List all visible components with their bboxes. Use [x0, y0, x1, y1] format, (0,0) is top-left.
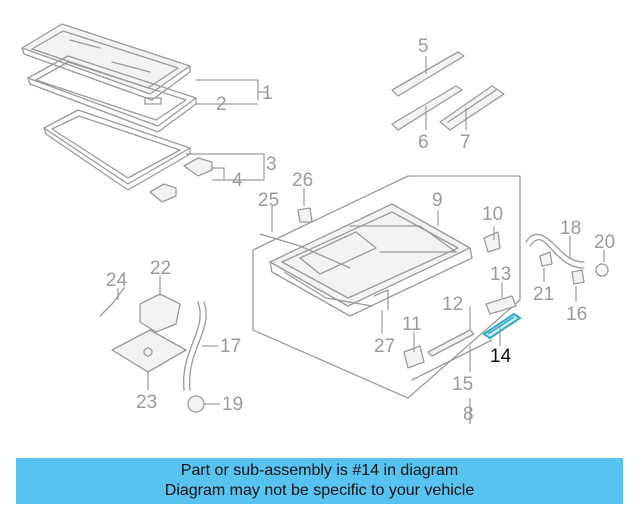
part-24-crank: [99, 287, 125, 317]
callout-1: 1: [262, 83, 273, 104]
banner-line-2: Diagram may not be specific to your vehi…: [164, 482, 475, 499]
callout-21: 21: [533, 284, 554, 305]
part-7-rail: [439, 85, 505, 131]
part-15-cable: [411, 339, 493, 381]
part-11-block: [403, 345, 425, 369]
part-5-rail: [391, 51, 465, 97]
callout-26: 26: [292, 170, 313, 191]
callout-23: 23: [136, 392, 157, 413]
part-27-bracket: [373, 289, 389, 311]
part-23-bracket: [111, 329, 187, 373]
callout-10: 10: [482, 204, 503, 225]
callout-8: 8: [463, 404, 474, 425]
parts-diagram: 1 2 3 4 5 6 7 8 9 10 11 12 13 14 15 16 1…: [21, 23, 615, 425]
part-8-frame-box: [252, 175, 521, 399]
part-6-rail: [391, 85, 463, 131]
leader-lines: [117, 56, 605, 424]
callout-25: 25: [258, 190, 279, 211]
part-3-deflector-frame: [43, 109, 191, 191]
callout-24: 24: [106, 270, 128, 291]
callout-11: 11: [402, 314, 422, 335]
part-14-highlighted: [482, 312, 522, 340]
part-9-housing: [269, 203, 473, 317]
callout-16: 16: [566, 304, 587, 325]
callout-22: 22: [150, 258, 171, 279]
callout-4: 4: [232, 170, 243, 191]
callout-27: 27: [374, 336, 395, 357]
part-25-strip: [259, 233, 351, 269]
part-18-hose: [525, 233, 585, 269]
callout-2: 2: [216, 94, 227, 115]
callout-7: 7: [460, 132, 471, 153]
callout-3: 3: [266, 154, 277, 175]
callout-19: 19: [222, 394, 243, 415]
callout-5: 5: [418, 36, 429, 57]
part-12-link: [427, 329, 475, 357]
part-4-clips: [149, 157, 213, 203]
part-26-seal: [297, 207, 313, 223]
banner-line-1: Part or sub-assembly is #14 in diagram: [180, 462, 459, 479]
callout-9: 9: [432, 190, 443, 211]
info-banner: Part or sub-assembly is #14 in diagram D…: [16, 458, 623, 504]
callout-12: 12: [442, 294, 463, 315]
callout-13: 13: [490, 264, 511, 285]
part-1-glass-panel: [21, 23, 191, 101]
callout-17: 17: [220, 336, 241, 357]
part-19-grommet: [187, 395, 205, 413]
part-13-guide: [485, 295, 517, 315]
callout-15: 15: [452, 374, 473, 395]
part-20-clamp: [595, 263, 609, 277]
part-22-motor: [139, 293, 181, 333]
part-16-cap: [571, 269, 585, 285]
callout-20: 20: [594, 232, 615, 253]
part-2-glass-seal: [27, 55, 197, 133]
callout-14-highlighted: 14: [490, 346, 512, 367]
callout-6: 6: [418, 132, 429, 153]
part-10-bracket: [483, 231, 501, 253]
callout-18: 18: [560, 218, 581, 239]
part-21-clip: [539, 251, 553, 267]
part-17-drain-hose: [183, 301, 207, 391]
